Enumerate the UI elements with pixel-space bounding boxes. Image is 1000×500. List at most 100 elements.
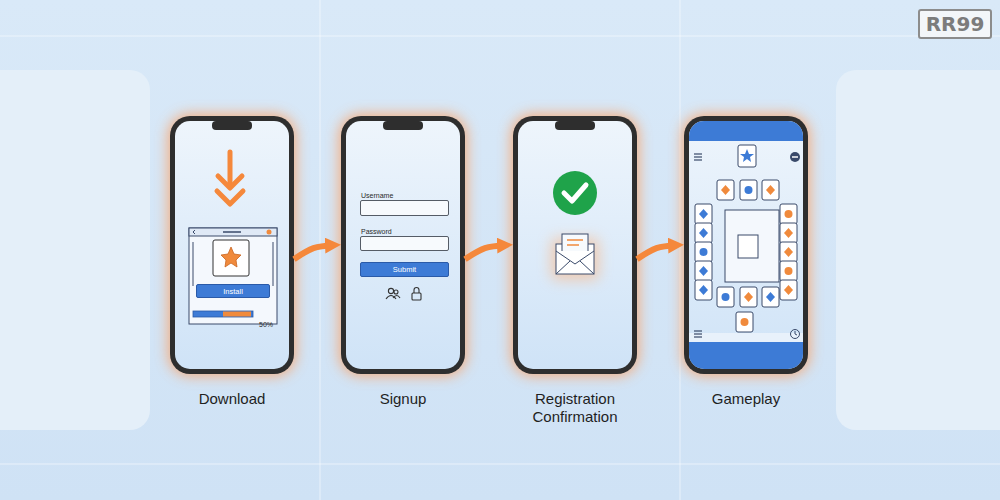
game-card	[780, 280, 797, 300]
gameplay-art	[738, 235, 758, 258]
game-card	[740, 180, 757, 200]
phone-frame	[511, 114, 639, 376]
game-card	[784, 228, 793, 238]
gameplay-art	[791, 330, 800, 339]
download-art	[217, 191, 243, 204]
flow-arrow	[294, 245, 333, 259]
flow-arrow	[465, 245, 505, 259]
confirmation-art	[567, 239, 583, 241]
submit-button: Submit	[360, 262, 449, 277]
step-caption: Signup	[323, 390, 483, 408]
field-label: Username	[361, 192, 393, 199]
game-card	[745, 186, 753, 194]
signup-icons	[394, 290, 398, 294]
gameplay-art	[694, 156, 702, 157]
game-card	[699, 285, 708, 295]
phone-screen: DownloadInstall	[170, 116, 294, 374]
phone-frame	[684, 116, 808, 374]
gameplay-art	[694, 153, 702, 154]
game-card	[780, 261, 797, 281]
grid-lines	[680, 0, 681, 500]
gameplay-art	[689, 121, 803, 141]
game-card	[740, 287, 757, 307]
game-card	[780, 280, 797, 300]
game-card	[762, 180, 779, 200]
signup-icons	[414, 288, 419, 294]
game-card	[695, 223, 712, 243]
gameplay-art	[694, 330, 702, 331]
download-art	[267, 230, 272, 235]
download-art	[189, 152, 277, 324]
phone-screen: Gameplay	[684, 116, 808, 374]
download-art	[223, 312, 251, 317]
phone-frame	[682, 114, 810, 376]
phone-frame	[341, 116, 465, 374]
download-art	[213, 240, 249, 276]
confirmation-art	[556, 251, 594, 264]
download-art	[189, 228, 277, 324]
game-card	[695, 204, 712, 224]
download-art	[193, 311, 253, 317]
game-card	[717, 180, 734, 200]
gameplay-art	[790, 152, 800, 162]
confirmation-art	[551, 171, 599, 280]
confirmation-art	[564, 185, 586, 201]
download-art	[193, 230, 195, 234]
step-caption: Download	[152, 390, 312, 408]
game-card	[785, 210, 793, 218]
install-button: Install	[196, 284, 270, 298]
game-card	[766, 292, 775, 302]
phone-frame	[212, 121, 252, 130]
gameplay-art	[740, 149, 754, 162]
phone-frame	[168, 114, 296, 376]
input-field: Username	[360, 200, 449, 216]
gameplay-art	[694, 333, 702, 334]
game-card	[717, 287, 734, 307]
confirmation-art	[556, 261, 570, 274]
step-caption: Registration Confirmation	[495, 390, 655, 426]
game-card	[700, 248, 708, 256]
download-art	[228, 152, 233, 186]
side-panel	[836, 70, 1000, 430]
download-art	[223, 231, 241, 233]
game-card	[780, 204, 797, 224]
gameplay-art	[695, 180, 797, 332]
game-card	[699, 209, 708, 219]
phone-screen: Registration Confirmation	[513, 116, 637, 374]
signup-icons	[386, 288, 421, 301]
game-card	[762, 287, 779, 307]
game-card	[717, 287, 734, 307]
phone-screen: SignupUsernamePasswordSubmit	[341, 116, 465, 374]
phone-frame	[518, 121, 632, 369]
game-card	[744, 292, 753, 302]
game-card	[780, 242, 797, 262]
game-card	[699, 228, 708, 238]
phone-frame	[689, 121, 803, 369]
gameplay-art	[689, 333, 803, 342]
game-card	[695, 280, 712, 300]
input-field: Password	[360, 236, 449, 251]
gameplay-art	[694, 159, 702, 160]
game-card	[695, 280, 712, 300]
game-card	[785, 267, 793, 275]
download-art	[221, 247, 241, 267]
game-card	[695, 261, 712, 281]
download-art	[217, 152, 243, 204]
game-card	[784, 247, 793, 257]
download-art	[189, 228, 277, 236]
signup-icons	[412, 293, 421, 300]
game-card	[780, 261, 797, 281]
gameplay-art	[738, 145, 756, 167]
grid-lines	[0, 464, 1000, 465]
game-card	[740, 287, 757, 307]
button-label: Install	[223, 287, 243, 296]
game-card	[695, 204, 712, 224]
phone-frame	[339, 114, 467, 376]
game-card	[784, 285, 793, 295]
phone-frame	[346, 121, 460, 369]
game-card	[695, 242, 712, 262]
game-card	[762, 180, 779, 200]
